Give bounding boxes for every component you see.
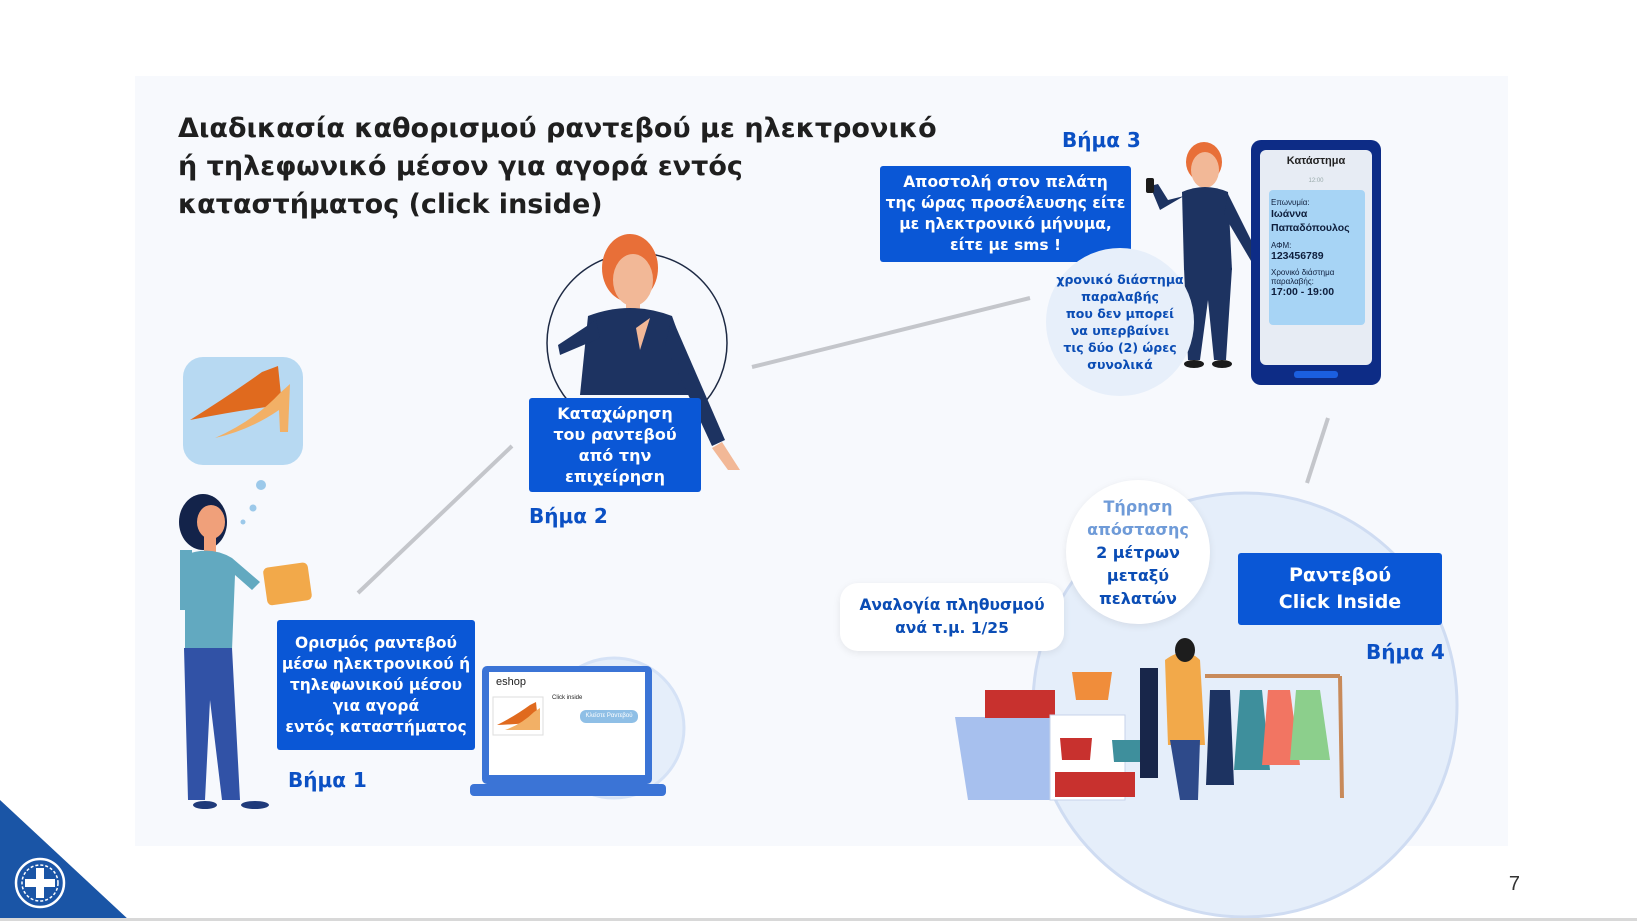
phone-header: Κατάστημα [1286,155,1346,167]
pickup-window-bubble: χρονικό διάστημα παραλαβής που δεν μπορε… [1046,248,1194,396]
shoe-app-icon [183,357,303,465]
title-line-3: καταστήματος (click inside) [178,189,603,220]
bottom-divider [0,918,1637,921]
phone-message: Επωνυμία: Ιωάννα Παπαδόπουλος ΑΦΜ: 12345… [1271,198,1350,298]
step1-label: Βήμα 1 [288,768,367,792]
greek-emblem-icon [14,857,66,909]
phone-device [1251,140,1381,385]
step1-box: Ορισμός ραντεβού μέσω ηλεκτρονικού ή τηλ… [277,620,475,750]
store-illustration [955,638,1344,801]
connector-line-3-4 [1305,417,1330,484]
step4-label: Βήμα 4 [1366,640,1445,664]
distance-bubble: Τήρηση απόστασης 2 μέτρων μεταξύ πελατών [1066,480,1210,624]
slide-title: Διαδικασία καθορισμού ραντεβού με ηλεκτρ… [178,110,938,224]
phone-time: 12:00 [1308,178,1324,184]
step2-box: Καταχώρηση του ραντεβού από την επιχείρη… [529,398,701,492]
page-number: 7 [1508,873,1520,895]
step3-box: Αποστολή στον πελάτη της ώρας προσέλευση… [880,166,1131,262]
laptop-brand: eshop [496,676,526,688]
laptop-device [470,666,666,796]
step2-label: Βήμα 2 [529,504,608,528]
connector-line-2-3 [751,296,1031,369]
connector-line-1-2 [356,444,514,595]
title-line-1: Διαδικασία καθορισμού ραντεβού με ηλεκτρ… [178,113,937,144]
population-ratio-bubble: Αναλογία πληθυσμού ανά τ.μ. 1/25 [840,583,1064,651]
laptop-link: Click inside [552,695,583,701]
title-line-2: ή τηλεφωνικό μέσον για αγορά εντός [178,151,743,182]
customer-figure [179,494,312,809]
laptop-book-button: Κλείστε Ραντεβού [585,713,633,719]
step3-label: Βήμα 3 [1062,128,1141,152]
step4-box: Ραντεβού Click Inside [1238,553,1442,625]
corner-triangle [0,800,130,921]
business-figure [558,234,740,470]
